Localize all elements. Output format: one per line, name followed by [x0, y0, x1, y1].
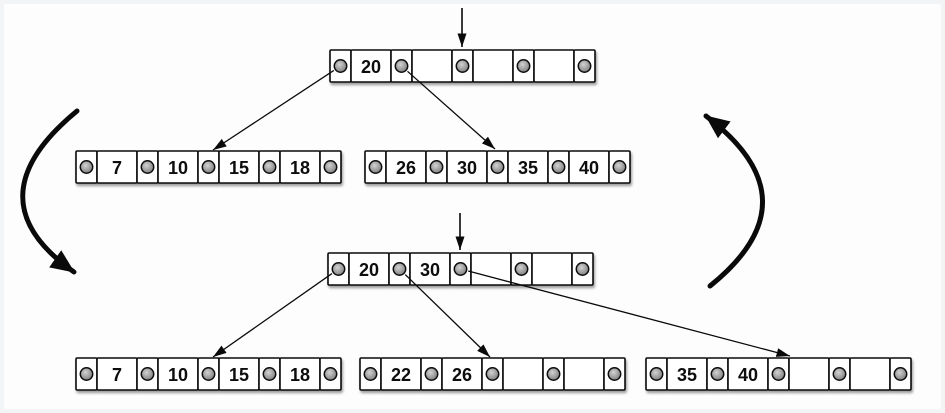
pointer-dot-icon [710, 367, 725, 381]
pointer-dot-icon [551, 160, 566, 174]
pointer-dot-icon [323, 160, 338, 174]
pointer-dot-icon [424, 367, 439, 381]
key-cell [531, 252, 573, 286]
key-label: 20 [361, 57, 381, 77]
leaf-after-middle: 22 26 [359, 357, 626, 391]
pointer-dot-icon [453, 262, 468, 276]
key-label: 30 [457, 158, 477, 178]
pointer-dot-icon [546, 367, 561, 381]
pointer-dot-icon [262, 160, 277, 174]
key-label: 40 [738, 365, 758, 385]
key-label: 26 [396, 158, 416, 178]
transform-arrow-down-left [20, 108, 80, 275]
pointer-dot-icon [363, 367, 378, 381]
pointer-dot-icon [201, 160, 216, 174]
key-label: 7 [112, 158, 122, 178]
child-pointer-arrow [468, 270, 791, 357]
pointer-dot-icon [575, 262, 590, 276]
pointer-dot-icon [140, 160, 155, 174]
pointer-dot-icon [893, 367, 908, 381]
key-cell [472, 49, 514, 83]
leaf-before-right: 26 30 35 40 [364, 150, 631, 184]
key-label: 26 [452, 365, 472, 385]
pointer-dot-icon [333, 59, 348, 73]
pointer-dot-icon [577, 59, 592, 73]
key-label: 10 [168, 158, 188, 178]
transform-arrow-up-right [703, 113, 765, 289]
pointer-dot-icon [514, 262, 529, 276]
child-pointer-arrow [404, 274, 491, 358]
key-label: 22 [391, 365, 411, 385]
pointer-dot-icon [612, 160, 627, 174]
pointer-dot-icon [79, 367, 94, 381]
pointer-dot-icon [262, 367, 277, 381]
pointer-dot-icon [490, 160, 505, 174]
child-pointer-arrow [407, 70, 496, 150]
pointer-dot-icon [331, 262, 346, 276]
pointer-dot-icon [394, 59, 409, 73]
key-label: 35 [518, 158, 538, 178]
pointer-dot-icon [649, 367, 664, 381]
key-cell [533, 49, 575, 83]
pointer-dot-icon [485, 367, 500, 381]
pointer-dot-icon [455, 59, 470, 73]
key-label: 20 [359, 260, 379, 280]
key-label: 7 [112, 365, 122, 385]
pointer-dot-icon [516, 59, 531, 73]
key-label: 30 [420, 260, 440, 280]
key-cell [849, 357, 891, 391]
pointer-dot-icon [79, 160, 94, 174]
leaf-after-left: 7 10 15 18 [75, 357, 342, 391]
root-before: 20 [329, 49, 596, 83]
child-pointer-arrow [212, 69, 335, 151]
leaf-after-right: 35 40 [645, 357, 912, 391]
key-cell [502, 357, 544, 391]
pointer-dot-icon [832, 367, 847, 381]
key-cell [411, 49, 453, 83]
pointer-dot-icon [429, 160, 444, 174]
key-label: 18 [290, 365, 310, 385]
pointer-dot-icon [323, 367, 338, 381]
key-cell [788, 357, 830, 391]
pointer-dot-icon [368, 160, 383, 174]
pointer-dot-icon [140, 367, 155, 381]
pointer-dot-icon [392, 262, 407, 276]
key-label: 18 [290, 158, 310, 178]
pointer-dot-icon [607, 367, 622, 381]
key-cell [563, 357, 605, 391]
leaf-before-left: 7 10 15 18 [75, 150, 342, 184]
key-label: 15 [229, 365, 249, 385]
key-label: 35 [677, 365, 697, 385]
pointer-dot-icon [201, 367, 216, 381]
key-label: 10 [168, 365, 188, 385]
child-pointer-arrow [212, 273, 333, 358]
key-label: 40 [579, 158, 599, 178]
pointer-dot-icon [771, 367, 786, 381]
key-label: 15 [229, 158, 249, 178]
